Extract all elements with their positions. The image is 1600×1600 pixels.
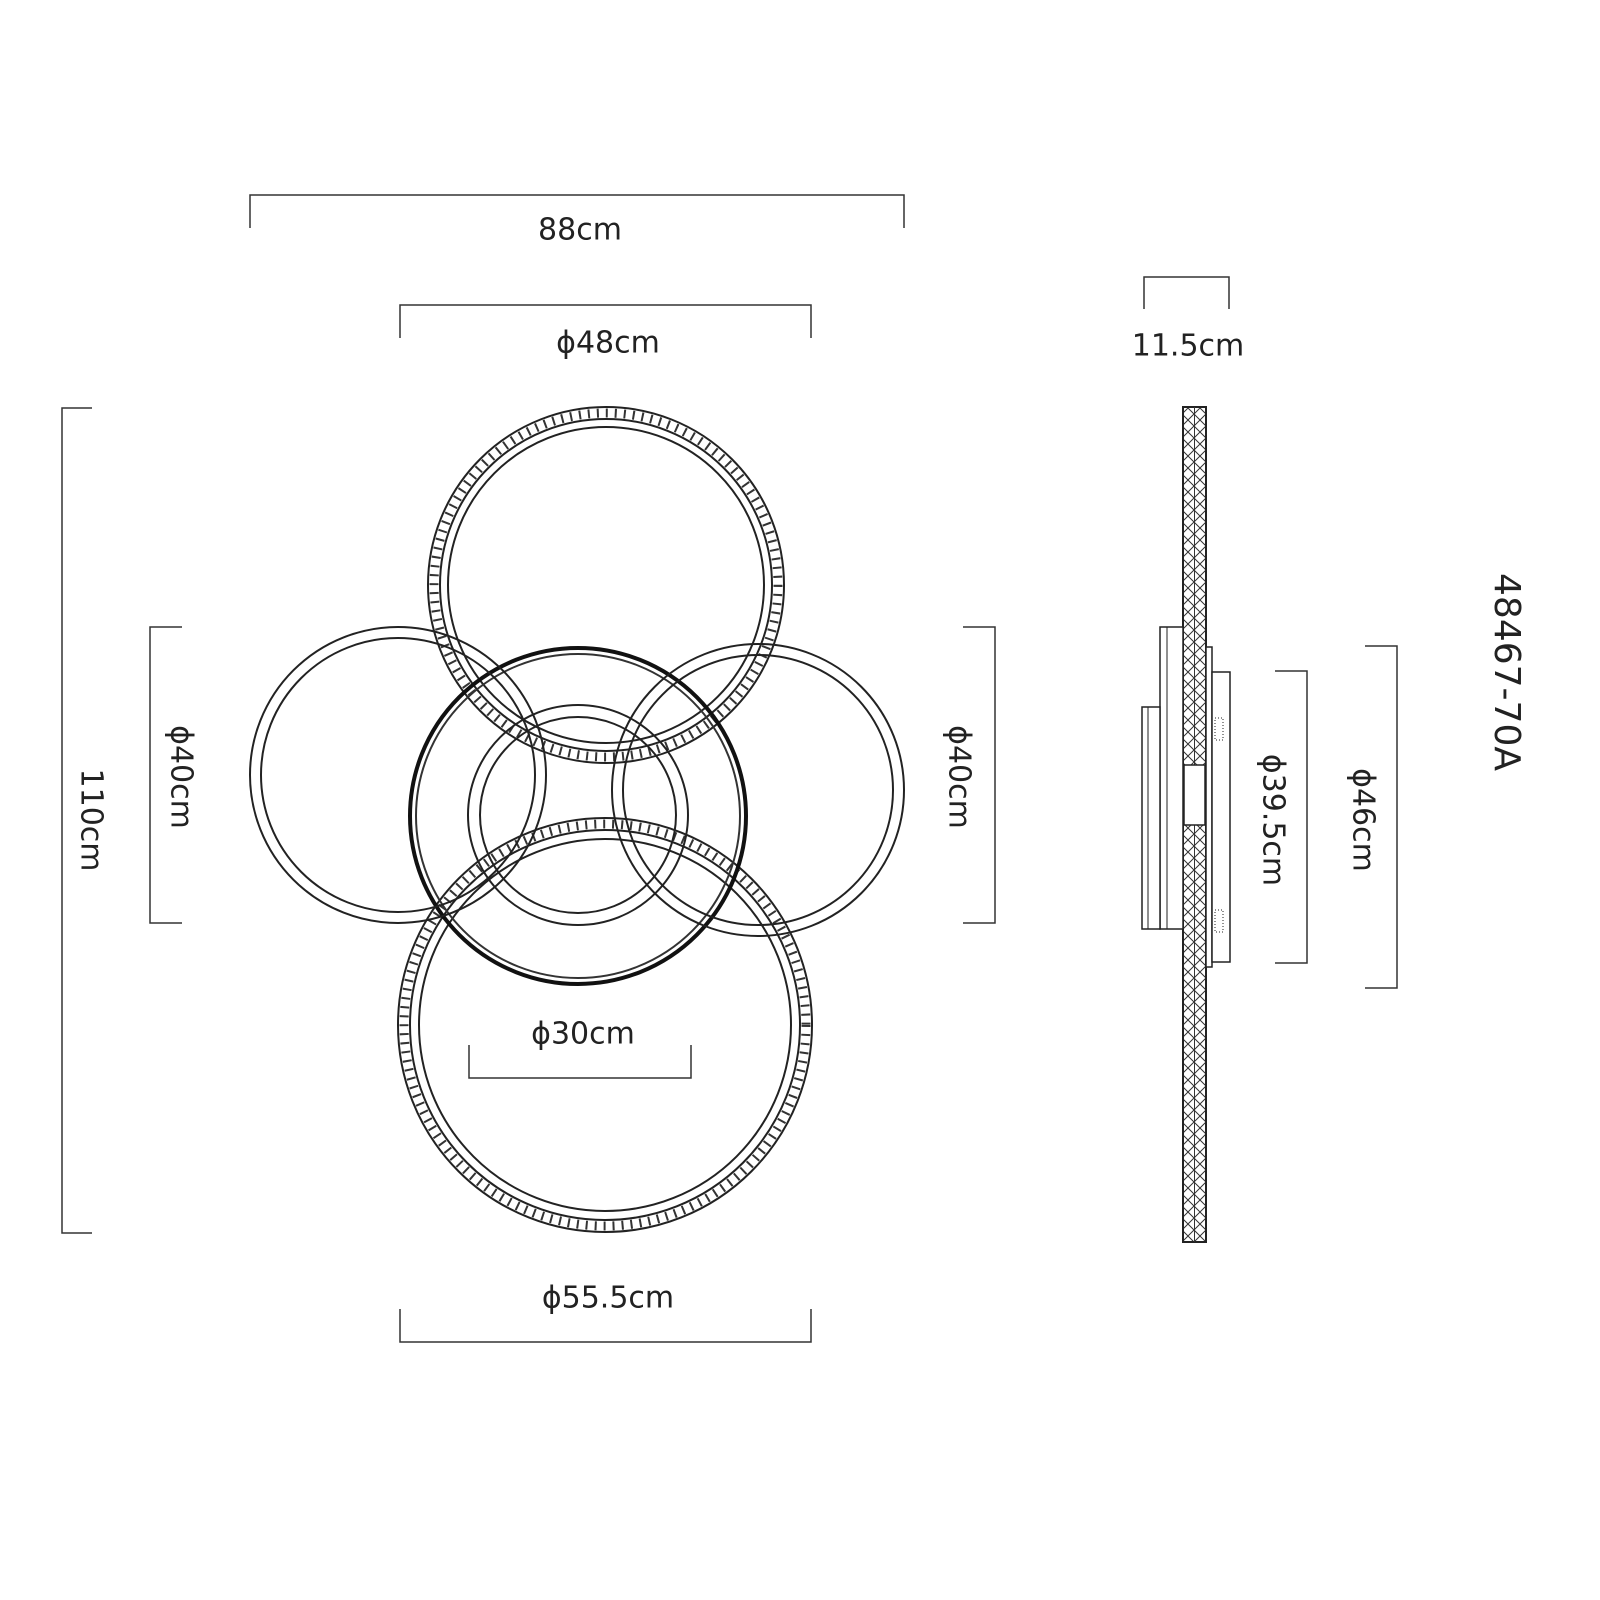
canopy-inner-dimension-line — [1275, 670, 1308, 964]
height-dimension-line — [61, 407, 92, 1234]
bottom-ring-label: ϕ55.5cm — [542, 1281, 674, 1316]
left-ring-label: ϕ40cm — [164, 725, 199, 829]
depth-label: 11.5cm — [1132, 329, 1245, 364]
height-label: 110cm — [74, 769, 109, 872]
left-ring-dimension-line — [149, 626, 182, 924]
width-label: 88cm — [538, 213, 622, 248]
top-ring-label: ϕ48cm — [556, 326, 660, 361]
center-ring-label: ϕ30cm — [531, 1017, 635, 1052]
side-view — [1141, 406, 1231, 1243]
canopy-outer-dimension-line — [1365, 645, 1398, 989]
bottom-ring-dimension-line — [399, 1309, 812, 1343]
top-ring — [427, 406, 785, 764]
left-ring — [249, 626, 547, 924]
right-ring — [611, 643, 905, 937]
right-ring-dimension-line — [963, 626, 996, 924]
center-ring-dimension-line — [468, 1045, 692, 1079]
right-ring-label: ϕ40cm — [942, 725, 977, 829]
top-ring-dimension-line — [399, 304, 812, 338]
small-center-ring — [467, 704, 689, 926]
canopy-outer-label: ϕ46cm — [1346, 768, 1381, 872]
width-dimension-line — [249, 194, 905, 228]
center-ring — [408, 646, 748, 986]
canopy-inner-label: ϕ39.5cm — [1256, 754, 1291, 886]
model-number: 48467-70A — [1486, 573, 1527, 771]
depth-dimension-line — [1143, 276, 1230, 309]
bottom-ring — [397, 817, 813, 1233]
